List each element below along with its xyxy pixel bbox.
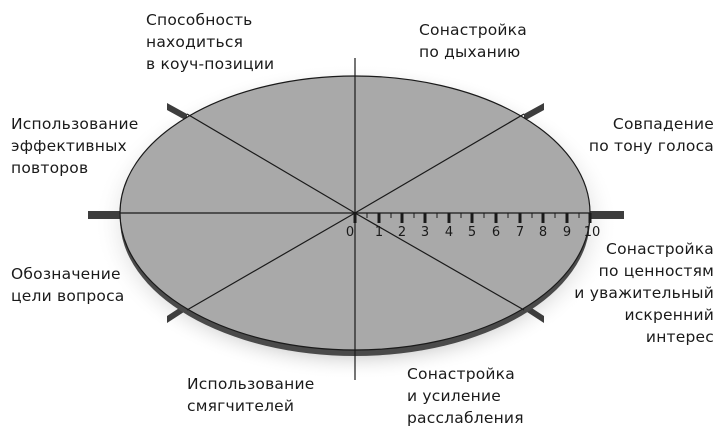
- svg-text:2: 2: [398, 225, 406, 240]
- svg-text:3: 3: [421, 225, 429, 240]
- svg-text:7: 7: [516, 225, 524, 240]
- bar-left: [88, 211, 122, 219]
- svg-text:4: 4: [445, 225, 453, 240]
- label-breathing: Сонастройка по дыханию: [419, 21, 527, 61]
- svg-text:1: 1: [375, 225, 383, 240]
- label-question-goal: Обозначение цели вопроса: [11, 265, 125, 305]
- svg-text:0: 0: [346, 225, 354, 240]
- svg-text:6: 6: [492, 225, 500, 240]
- svg-text:9: 9: [563, 225, 571, 240]
- label-repeats: Использование эффективных повторов: [11, 115, 139, 177]
- label-coach-position: Способность находиться в коуч-позиции: [146, 11, 275, 73]
- svg-text:5: 5: [468, 225, 476, 240]
- bar-upper-left: [167, 103, 187, 121]
- diagonal-lower-left: [186, 212, 356, 311]
- label-softeners: Использование смягчителей: [187, 375, 315, 415]
- svg-text:8: 8: [539, 225, 547, 240]
- bar-right: [590, 211, 624, 219]
- svg-text:10: 10: [584, 225, 601, 240]
- scale-ticks: [353, 213, 592, 223]
- bar-upper-right: [524, 103, 544, 121]
- label-values: Сонастройка по ценностям и уважительный …: [574, 240, 714, 346]
- spoke-bars: [88, 103, 624, 323]
- diagonal-upper-left: [186, 113, 356, 214]
- label-voice-tone: Совпадение по тону голоса: [588, 115, 714, 155]
- scale-numbers: 0 1 2 3 4 5 6 7 8 9 10: [346, 225, 600, 240]
- diagonal-upper-right: [354, 113, 525, 214]
- label-relaxation: Сонастройка и усиление расслабления: [407, 365, 524, 427]
- diagonal-lower-right: [354, 212, 525, 311]
